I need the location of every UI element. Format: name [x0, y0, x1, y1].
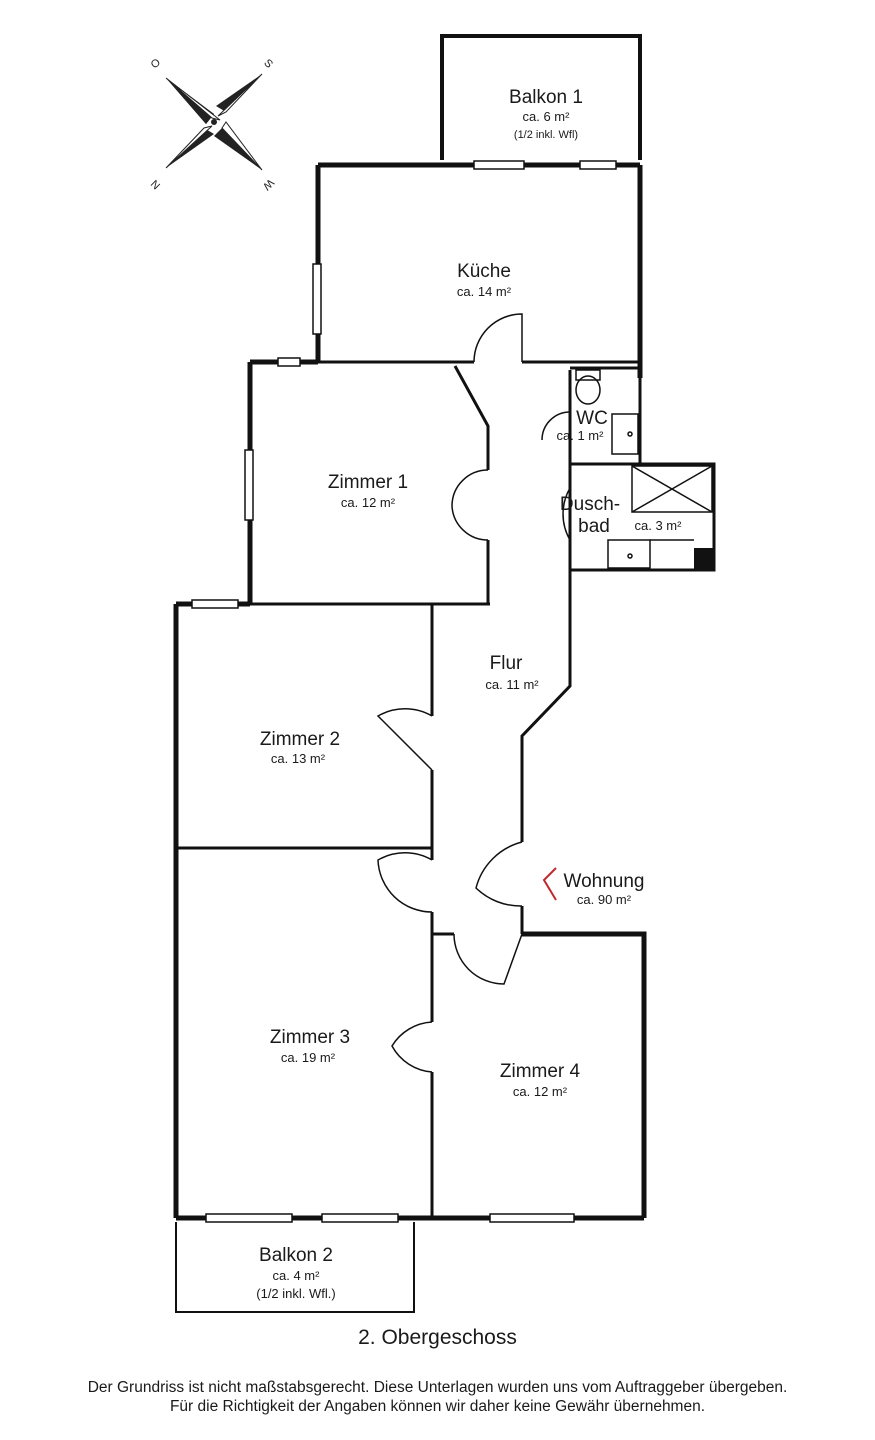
balkon1-area: ca. 6 m²	[523, 109, 571, 124]
balkon2-name: Balkon 2	[259, 1245, 333, 1266]
zimmer2-area: ca. 13 m²	[271, 751, 326, 766]
duschbad-name-line1: Dusch-	[560, 494, 620, 515]
zimmer2-name: Zimmer 2	[260, 729, 340, 750]
flur-area: ca. 11 m²	[485, 677, 539, 692]
compass-east-label: O	[149, 56, 164, 71]
compass-rose-icon: O S N W	[149, 56, 276, 192]
zimmer4-area: ca. 12 m²	[513, 1084, 568, 1099]
toilet-icon	[575, 369, 601, 405]
wc-name: WC	[576, 408, 608, 429]
compass-west-label: W	[260, 176, 276, 192]
balkon1-note: (1/2 inkl. Wfl)	[514, 129, 578, 141]
windows	[191, 160, 617, 1223]
zimmer3-area: ca. 19 m²	[281, 1050, 336, 1065]
balkon1-name: Balkon 1	[509, 87, 583, 108]
floor-title: 2. Obergeschoss	[358, 1326, 517, 1349]
duschbad-name-line2: bad	[578, 516, 610, 537]
compass-south-label: S	[261, 57, 275, 71]
balkon2-area: ca. 4 m²	[273, 1268, 321, 1283]
shower-tray-icon	[631, 465, 713, 513]
sanitary-fixtures	[575, 369, 713, 569]
door-swings	[376, 313, 571, 1073]
disclaimer: Der Grundriss ist nicht maßstabsgerecht.…	[0, 1378, 875, 1416]
flur-name: Flur	[490, 653, 523, 674]
compass-north-label: N	[149, 177, 163, 191]
kueche-name: Küche	[457, 261, 511, 282]
disclaimer-line-2: Für die Richtigkeit der Angaben können w…	[169, 1398, 706, 1415]
entrance-arrow-icon	[542, 867, 557, 901]
wohnung-name: Wohnung	[564, 871, 645, 892]
wohnung-area: ca. 90 m²	[577, 892, 632, 907]
zimmer1-name: Zimmer 1	[328, 472, 408, 493]
bath-sink-icon	[607, 539, 694, 569]
disclaimer-line-1: Der Grundriss ist nicht maßstabsgerecht.…	[87, 1379, 788, 1396]
kueche-area: ca. 14 m²	[457, 284, 512, 299]
duschbad-area: ca. 3 m²	[635, 518, 683, 533]
zimmer4-name: Zimmer 4	[500, 1061, 581, 1082]
room-labels: Balkon 1 ca. 6 m² (1/2 inkl. Wfl) Küche …	[256, 87, 682, 1301]
washbasin-icon	[611, 413, 639, 455]
zimmer3-name: Zimmer 3	[270, 1027, 350, 1048]
zimmer1-area: ca. 12 m²	[341, 495, 396, 510]
walls	[173, 34, 716, 1313]
wc-area: ca. 1 m²	[557, 428, 605, 443]
balkon2-note: (1/2 inkl. Wfl.)	[256, 1286, 335, 1301]
